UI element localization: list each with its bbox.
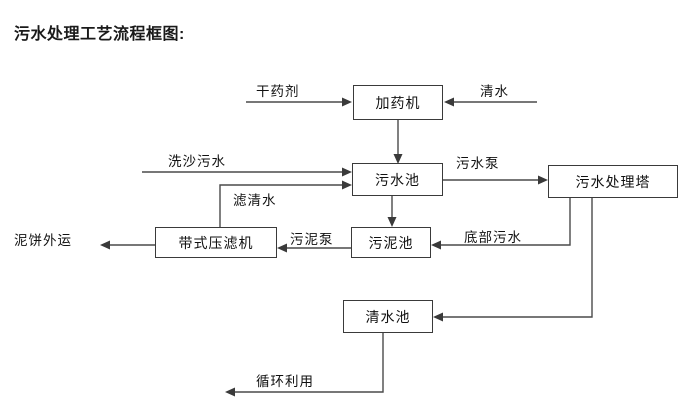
edge-label-bottom-sewage: 底部污水 [464,230,522,245]
node-sludge-pool[interactable]: 污泥池 [351,227,431,258]
node-belt-filter-press[interactable]: 带式压滤机 [155,227,277,258]
terminal-label-mud-cake-out: 泥饼外运 [14,233,72,248]
edge-label-sewage-pump: 污水泵 [456,156,500,171]
edge-label-dry-agent: 干药剂 [256,84,300,99]
node-clearwater-pool[interactable]: 清水池 [343,300,433,333]
edge-label-recycle: 循环利用 [256,374,314,389]
edge-label-filtrate: 滤清水 [233,193,277,208]
page-title: 污水处理工艺流程框图: [14,26,185,43]
node-dosing-machine[interactable]: 加药机 [353,85,443,120]
edge-label-clean-water: 清水 [480,84,509,99]
node-sewage-pool[interactable]: 污水池 [352,163,443,196]
node-treatment-tower[interactable]: 污水处理塔 [548,165,678,198]
edge-label-sand-wash-sewage: 洗沙污水 [168,154,226,169]
edge-label-sludge-pump: 污泥泵 [290,232,334,247]
